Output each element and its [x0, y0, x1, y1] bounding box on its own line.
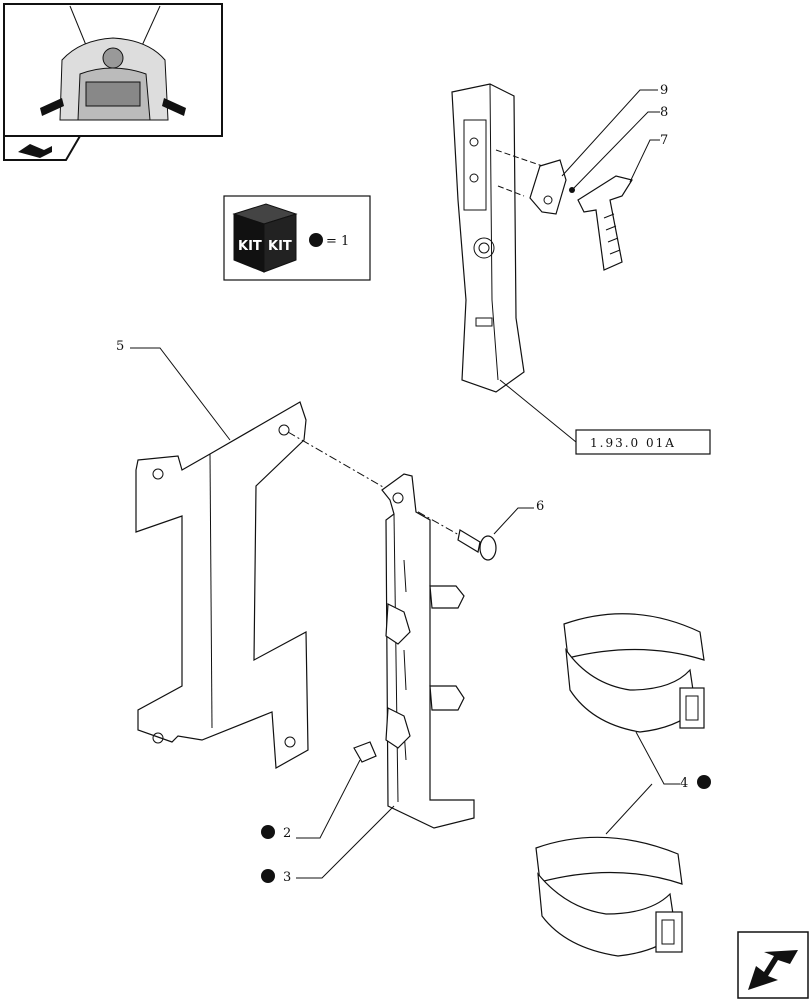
- nut-part-2[interactable]: [353, 741, 377, 763]
- callout-2: 2: [283, 826, 291, 841]
- kit-equals-text: = 1: [326, 234, 349, 249]
- bolt-part-6[interactable]: [457, 529, 497, 561]
- strap-upper-part-4[interactable]: [563, 613, 705, 733]
- callout-7: 7: [660, 133, 668, 148]
- strap-lower-part-4[interactable]: [535, 836, 683, 957]
- callout-3-bullet-icon: [261, 869, 275, 883]
- kit-box-icon: KIT KIT: [232, 203, 298, 273]
- previous-page-icon[interactable]: [18, 144, 52, 158]
- handle-part-7[interactable]: [577, 175, 633, 271]
- reference-box[interactable]: 1.93.0 01A: [575, 429, 711, 455]
- callout-5: 5: [116, 339, 124, 354]
- thumbnail-panel[interactable]: [3, 3, 223, 161]
- reference-text: 1.93.0 01A: [590, 436, 676, 450]
- kit-label-right: KIT: [268, 239, 292, 254]
- bracket-part-3[interactable]: [381, 473, 475, 829]
- kit-bullet-icon: [309, 233, 323, 247]
- tractor-cab-thumbnail-icon: [40, 5, 186, 121]
- kit-legend: KIT KIT = 1: [223, 195, 371, 281]
- mounting-plate-part-5[interactable]: [135, 401, 309, 769]
- cab-pillar: [451, 83, 525, 393]
- callout-4-bullet-icon: [697, 775, 711, 789]
- latch-part-9[interactable]: [529, 159, 567, 215]
- callout-4: 4: [680, 776, 688, 791]
- callout-2-bullet-icon: [261, 825, 275, 839]
- callout-3: 3: [283, 870, 291, 885]
- callout-9: 9: [660, 83, 668, 98]
- callout-8: 8: [660, 105, 668, 120]
- callout-6: 6: [536, 499, 544, 514]
- kit-label-left: KIT: [238, 239, 262, 254]
- next-page-arrow-icon[interactable]: [737, 931, 809, 999]
